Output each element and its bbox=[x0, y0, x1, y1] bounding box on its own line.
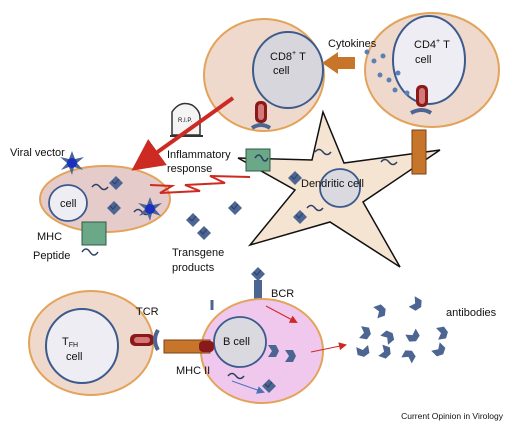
infected-cell: cell bbox=[39, 165, 171, 256]
cd4-t-cell: CD4+T cell bbox=[364, 12, 500, 128]
cd4-cell-label: cell bbox=[415, 54, 432, 66]
antibodies bbox=[356, 296, 449, 364]
tfh-cell-label: cell bbox=[66, 351, 83, 363]
tfh-cell: TFH cell bbox=[28, 290, 154, 396]
cd4-label: CD4+T bbox=[414, 38, 450, 51]
inflammatory-label-1: Inflammatory bbox=[167, 149, 231, 161]
credit-label: Current Opinion in Virology bbox=[401, 411, 504, 421]
transgene-label-2: products bbox=[172, 262, 215, 274]
dc-mhc2-cd4 bbox=[411, 129, 427, 175]
cytokine-dots bbox=[364, 49, 410, 96]
cd8-cell-label: cell bbox=[273, 65, 290, 77]
bcr-internalization-arrow bbox=[265, 305, 298, 323]
tcr-label: TCR bbox=[136, 306, 159, 318]
tfh-label: TFH bbox=[62, 336, 78, 349]
dc-mhc-cd8 bbox=[245, 148, 271, 172]
dendritic-cell: Dendritic cell bbox=[237, 109, 441, 268]
antigen-processing-arrow bbox=[231, 380, 265, 394]
b-cell: B cell bbox=[163, 298, 324, 404]
mhc-label: MHC bbox=[37, 231, 62, 243]
viral-vector-label: Viral vector bbox=[10, 147, 65, 159]
cd8-kill-arrow bbox=[131, 96, 235, 171]
mhc2-label: MHC II bbox=[176, 365, 210, 377]
peptide-label: Peptide bbox=[33, 250, 70, 262]
cd8-tcr bbox=[250, 101, 272, 130]
tfh-tcr bbox=[130, 328, 160, 352]
cd4-nucleus bbox=[392, 15, 466, 105]
cd8-t-cell: CD8+T cell bbox=[203, 18, 325, 132]
b-cell-nucleus bbox=[213, 316, 267, 368]
infected-cell-label: cell bbox=[60, 198, 77, 210]
cd8-label: CD8+T bbox=[270, 50, 306, 63]
bcr-stalk bbox=[254, 280, 262, 300]
cd4-tcr bbox=[410, 85, 433, 115]
cytokines-label: Cytokines bbox=[328, 38, 377, 50]
infected-nucleus bbox=[48, 184, 88, 222]
cytokines-arrow bbox=[322, 52, 355, 74]
b-cell-label: B cell bbox=[223, 336, 250, 348]
transgene-label-1: Transgene bbox=[172, 247, 224, 259]
infected-mhc bbox=[81, 221, 107, 246]
antibodies-label: antibodies bbox=[446, 307, 497, 319]
bcr-label: BCR bbox=[271, 288, 294, 300]
inflammatory-lightning bbox=[149, 175, 251, 194]
bcr-antigen-protein bbox=[250, 266, 266, 282]
inflammatory-label-2: response bbox=[167, 163, 212, 175]
tfh-nucleus bbox=[45, 308, 119, 384]
transgene-products bbox=[185, 200, 243, 241]
cd8-nucleus bbox=[252, 31, 324, 109]
secretion-arrow bbox=[310, 342, 347, 353]
rip-label: R.I.P. bbox=[178, 118, 193, 124]
dendritic-label: Dendritic cell bbox=[301, 178, 364, 190]
dendritic-nucleus bbox=[319, 168, 361, 208]
